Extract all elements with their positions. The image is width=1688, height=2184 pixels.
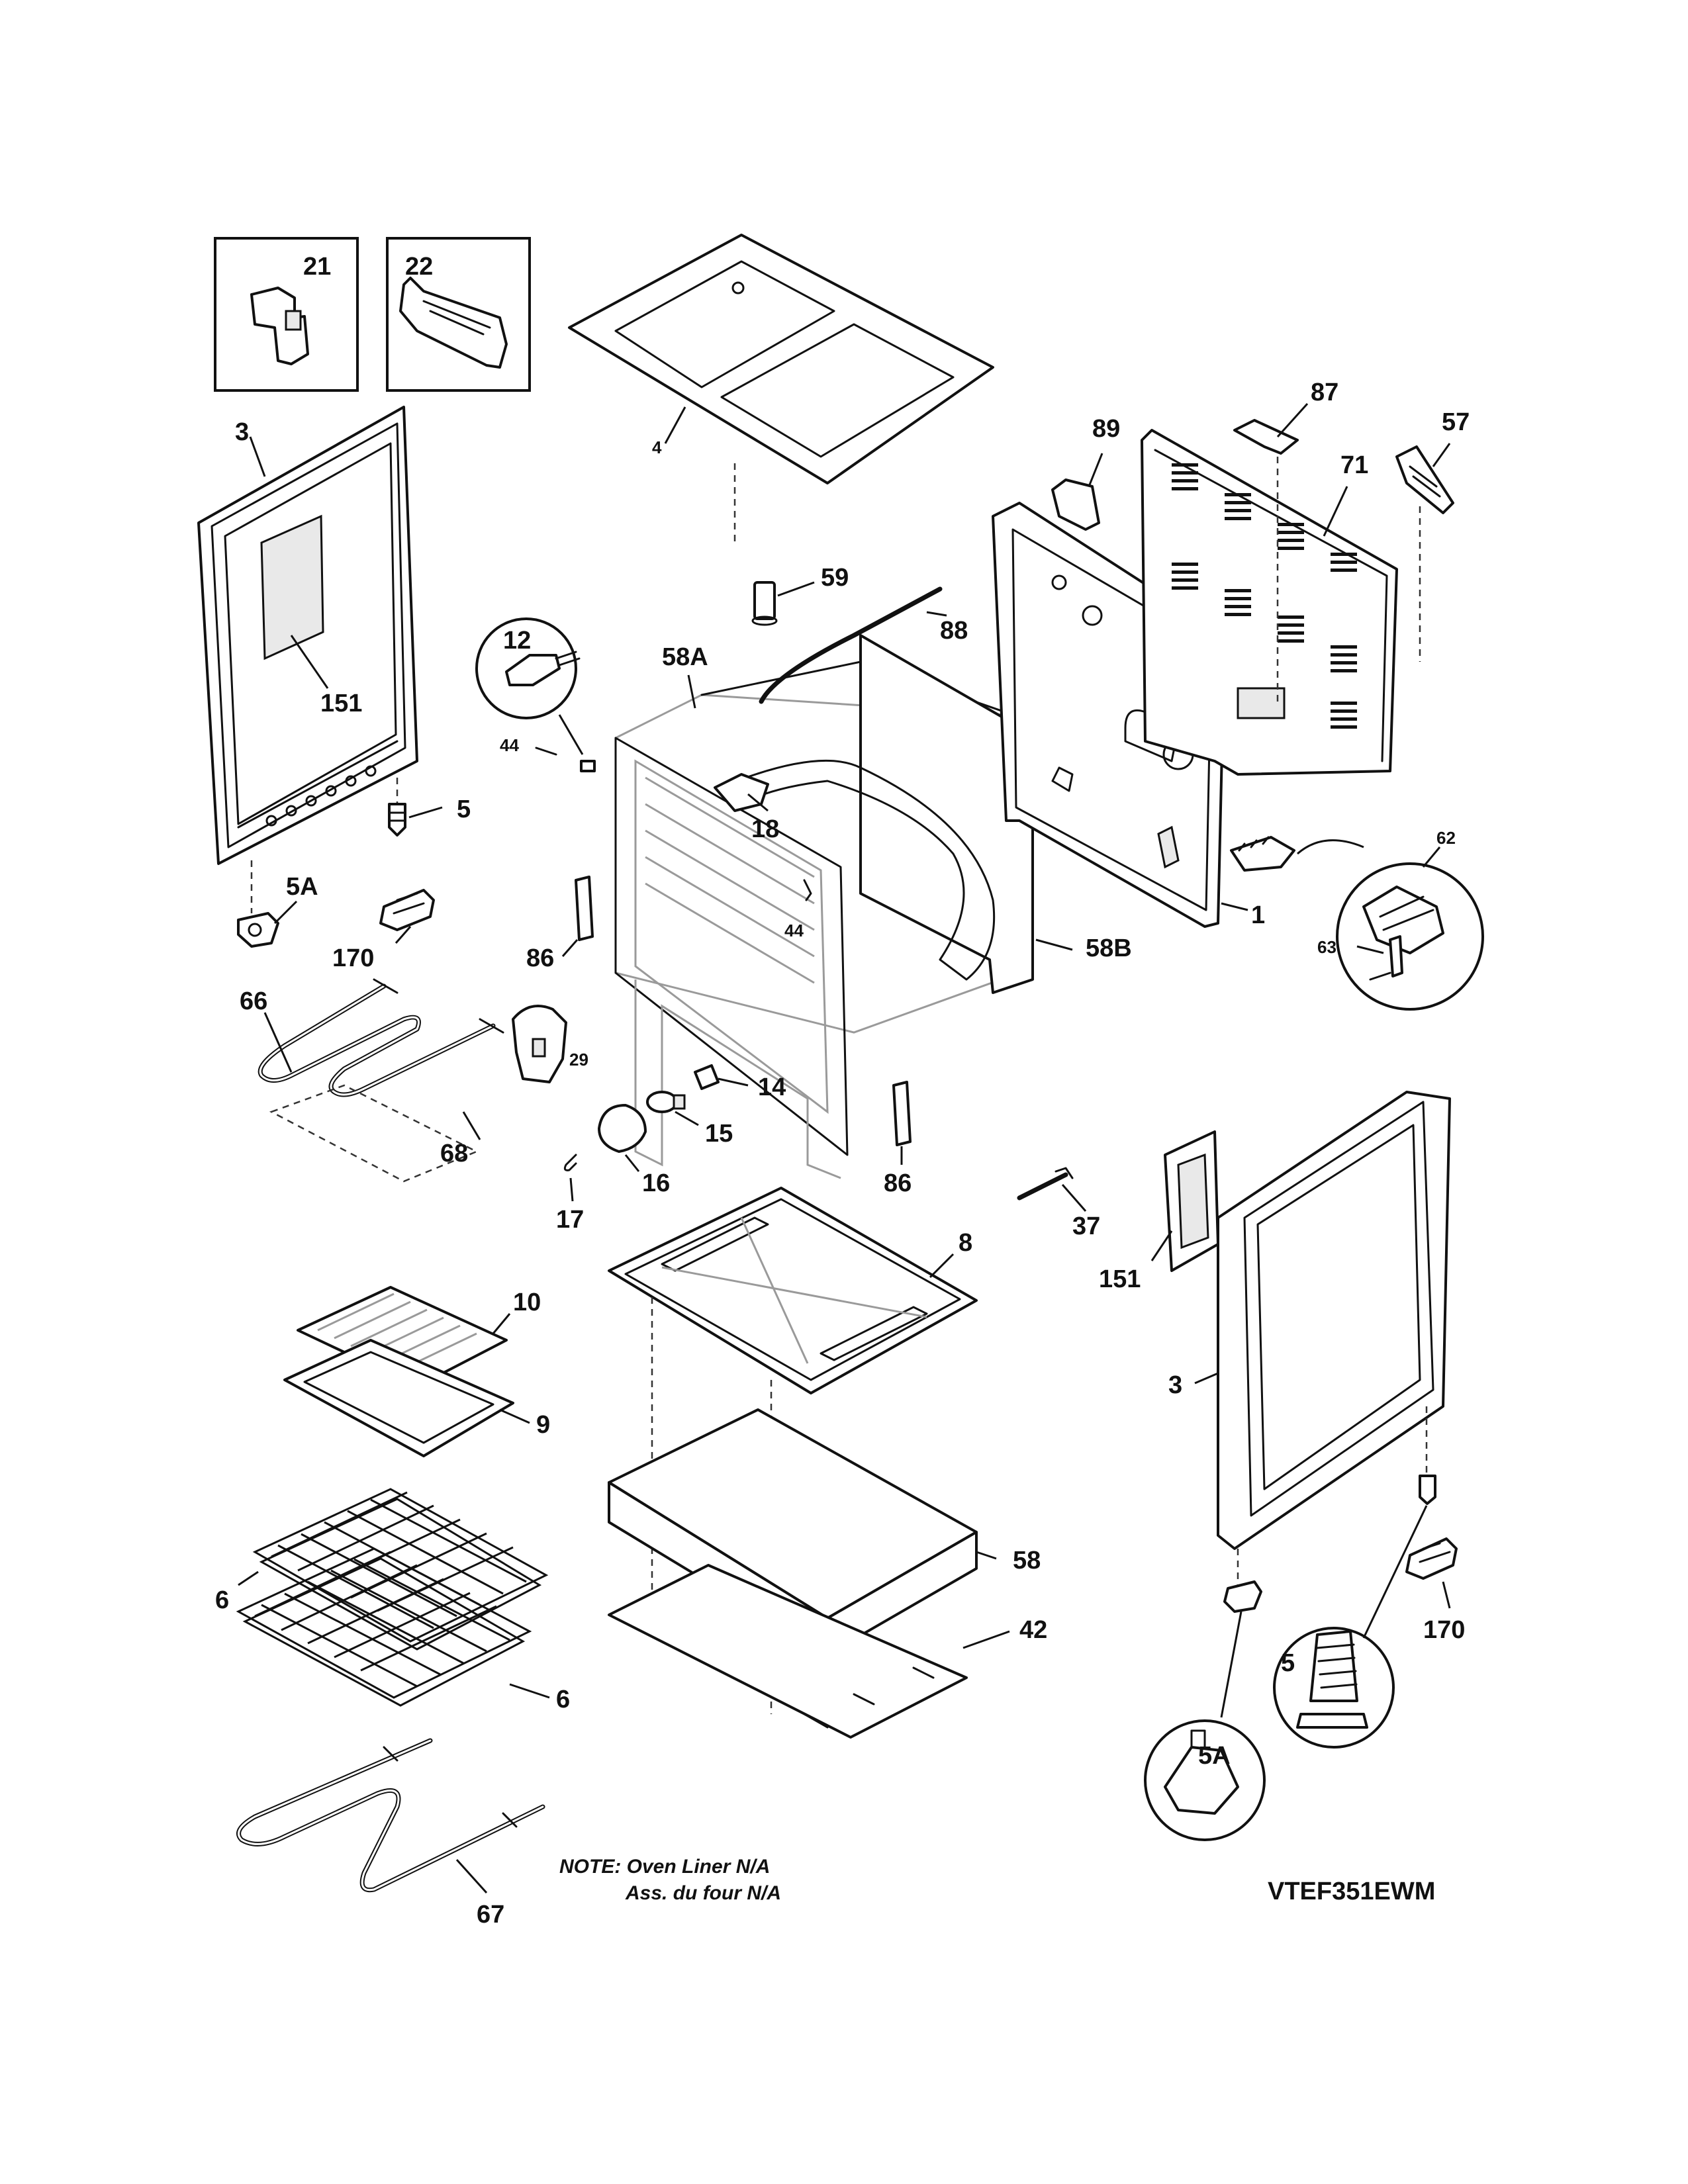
lamp-cover-part-29: 29 [512, 1005, 588, 1083]
label-86-left: 86 [526, 944, 554, 972]
label-5-left: 5 [457, 796, 471, 823]
right-leveling-parts: 170 5A 5 [1144, 1406, 1465, 1841]
hinge-receiver-part-86-left: 86 [526, 876, 594, 972]
label-15: 15 [705, 1120, 733, 1148]
label-86-right: 86 [884, 1169, 912, 1197]
socket-inset-part-12: 12 44 [475, 617, 596, 772]
label-71: 71 [1340, 451, 1368, 479]
bracket-part-151-right: 151 [1099, 1130, 1219, 1293]
label-22: 22 [405, 253, 433, 281]
hinge-receiver-part-86-right: 86 [884, 1081, 912, 1197]
wire-part-37: 37 [1017, 1167, 1100, 1240]
label-6-right: 6 [556, 1686, 570, 1713]
oven-rack-lower-part-6: 6 6 [215, 1547, 570, 1713]
top-panel-part-4: 4 [568, 234, 994, 543]
label-10: 10 [513, 1289, 541, 1316]
sensor-part-59: 59 [751, 564, 849, 626]
bake-element-part-67: 67 [236, 1738, 545, 1929]
label-68: 68 [440, 1140, 468, 1167]
wire-part-88: 88 [759, 586, 968, 704]
label-3-left: 3 [235, 418, 249, 446]
label-59: 59 [821, 564, 849, 592]
inset-part-21: 21 [214, 237, 359, 392]
label-62: 62 [1436, 828, 1456, 848]
label-88: 88 [940, 617, 968, 645]
label-58: 58 [1013, 1547, 1041, 1574]
screw-part-44: 44 [784, 879, 812, 940]
oven-rack-upper-part-6 [252, 1488, 549, 1651]
label-170-right: 170 [1423, 1616, 1465, 1644]
label-14: 14 [758, 1073, 786, 1101]
bracket-part-87: 87 [1233, 379, 1338, 702]
label-17: 17 [556, 1206, 584, 1234]
back-cover-part-71: 71 [1141, 429, 1398, 776]
label-42: 42 [1019, 1616, 1047, 1644]
label-9: 9 [536, 1411, 550, 1439]
lamp-bulb-part-15: 15 [646, 1091, 733, 1148]
label-16: 16 [642, 1169, 670, 1197]
right-side-panel-part-3: 3 [1168, 1091, 1451, 1550]
label-18: 18 [751, 815, 779, 843]
label-44-top: 44 [500, 735, 519, 755]
broiler-pan-part-9: 9 [283, 1339, 550, 1457]
cover-part-57: 57 [1395, 408, 1470, 662]
label-37: 37 [1072, 1212, 1100, 1240]
label-151-left: 151 [320, 690, 362, 717]
bottom-part-42: 42 [608, 1564, 1047, 1739]
label-44-mid: 44 [784, 921, 804, 940]
label-5a-left: 5A [286, 873, 318, 901]
label-1: 1 [1251, 901, 1265, 929]
broil-element-part-66: 66 [240, 978, 504, 1097]
label-67: 67 [477, 1901, 504, 1929]
label-57: 57 [1442, 408, 1470, 436]
bracket-part-89: 89 [1051, 415, 1120, 531]
label-12: 12 [503, 627, 531, 655]
inset-part-22: 22 [386, 237, 531, 392]
label-5a-right: 5A [1198, 1742, 1231, 1770]
label-8: 8 [959, 1229, 972, 1257]
label-58b: 58B [1086, 934, 1132, 962]
label-3-right: 3 [1168, 1371, 1182, 1399]
label-151-right: 151 [1099, 1265, 1141, 1293]
model-number: VTEF351EWM [1268, 1878, 1435, 1905]
note-line-1: NOTE: Oven Liner N/A [559, 1856, 770, 1878]
left-leveling-parts: 5 5A 170 [237, 778, 471, 972]
label-63: 63 [1317, 937, 1336, 957]
lamp-socket-part-14: 14 [694, 1064, 786, 1101]
clip-part-17: 17 [556, 1154, 584, 1234]
label-87: 87 [1311, 379, 1338, 406]
label-6-left: 6 [215, 1586, 229, 1614]
label-170-left: 170 [332, 944, 374, 972]
label-58a: 58A [662, 643, 708, 671]
label-5-right: 5 [1281, 1649, 1295, 1677]
broil-shield-part-68: 68 [269, 1084, 481, 1183]
terminal-inset-part-62: 62 63 [1230, 828, 1484, 1011]
label-4: 4 [652, 437, 662, 457]
latch-part-18: 18 [714, 773, 779, 843]
lamp-lens-part-16: 16 [598, 1104, 670, 1197]
label-66: 66 [240, 987, 267, 1015]
vent-slots [1172, 463, 1357, 729]
label-21: 21 [303, 253, 331, 281]
drawer-cover-part-8: 8 [608, 1187, 978, 1714]
label-89: 89 [1092, 415, 1120, 443]
label-29: 29 [569, 1050, 588, 1069]
left-side-panel-part-3: 3 151 [197, 406, 418, 865]
note-line-2: Ass. du four N/A [625, 1882, 781, 1904]
